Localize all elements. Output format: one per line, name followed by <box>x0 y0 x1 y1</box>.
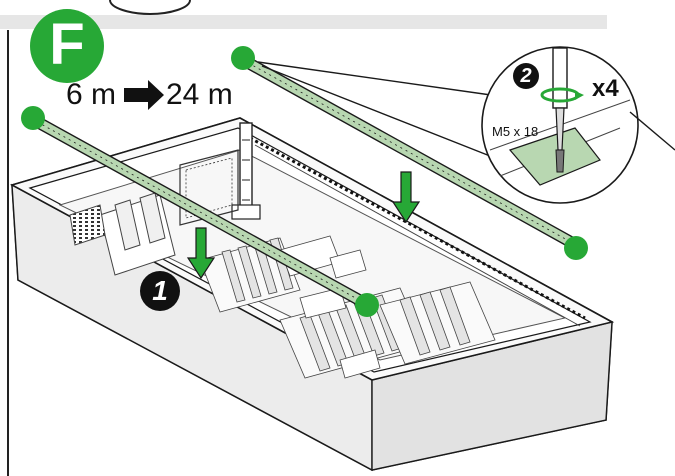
detail-leader-line <box>257 61 499 97</box>
left-breaker-block <box>69 192 176 276</box>
terminal-blocks-right <box>379 281 496 365</box>
down-arrow-right <box>391 171 421 224</box>
step-letter: F <box>49 12 85 77</box>
down-arrow-left <box>186 227 216 280</box>
length-to: 24 m <box>166 78 233 111</box>
detail-leader-line <box>261 65 491 157</box>
left-rail-end-dot <box>355 293 379 317</box>
length-from: 6 m <box>66 78 117 111</box>
center-post <box>239 122 253 219</box>
screw-quantity: x4 <box>592 75 619 102</box>
right-rail-end-dot <box>564 236 588 260</box>
step-letter-badge <box>30 9 104 83</box>
screw-spec: M5 x 18 <box>492 124 539 139</box>
left-rail <box>21 106 379 317</box>
right-rail-end-dot <box>231 46 255 70</box>
callout-two-label: 2 <box>520 65 532 87</box>
callout-one-label: 1 <box>152 275 168 306</box>
left-rail-end-dot <box>21 106 45 130</box>
screw-detail-inset <box>481 46 639 204</box>
screwdriver-icon <box>552 47 568 109</box>
header-band <box>0 15 607 29</box>
callout-one-badge <box>140 271 180 311</box>
length-arrow-icon <box>124 80 164 110</box>
small-modules <box>279 235 381 379</box>
right-rail <box>231 46 588 260</box>
